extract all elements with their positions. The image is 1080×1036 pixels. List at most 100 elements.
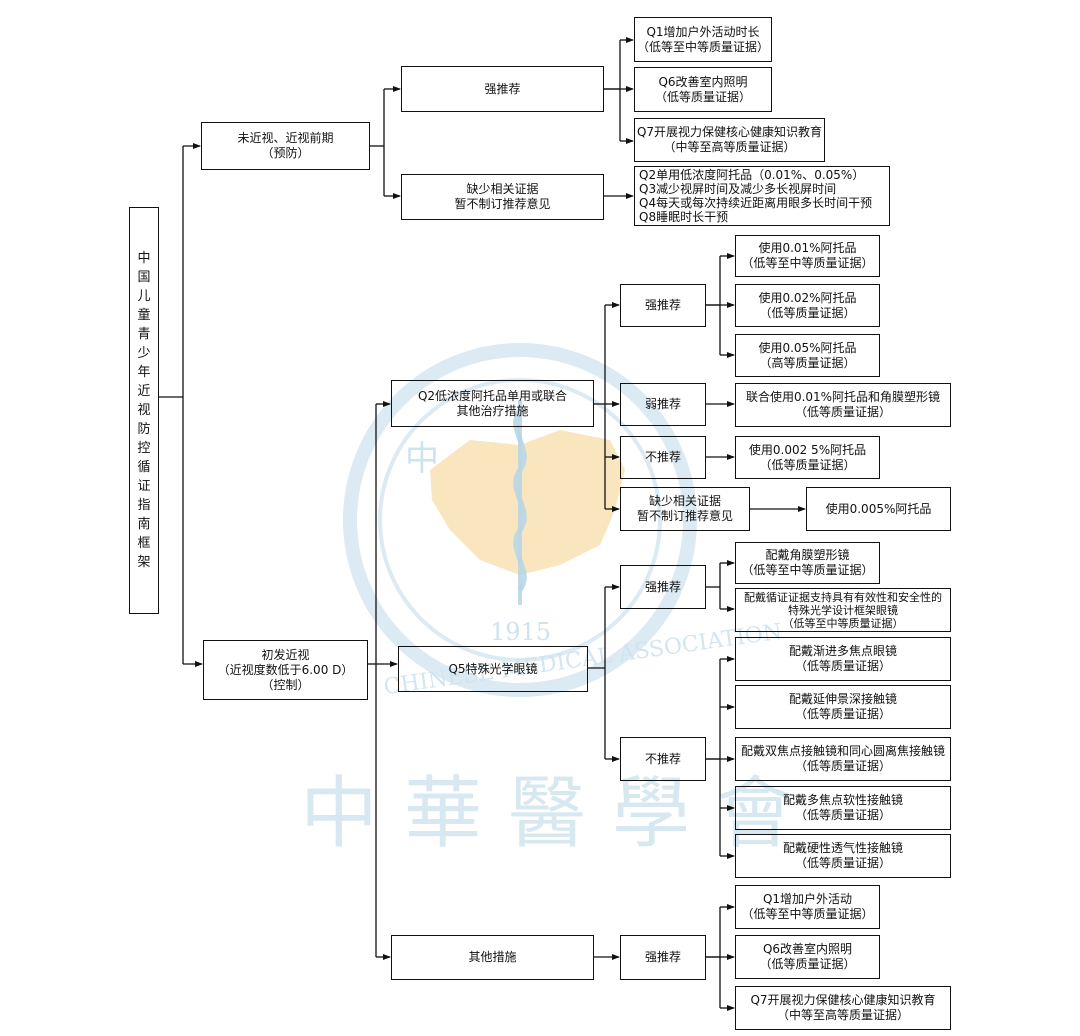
node-rgp-contacts: 配戴硬性透气性接触镜（低等质量证据）: [735, 834, 951, 878]
node-text-line: 特殊光学设计框架眼镜: [788, 603, 898, 617]
node-text-line: Q8睡眠时长干预: [639, 210, 729, 224]
node-text-line: （低等质量证据）: [794, 808, 891, 822]
node-prevention-lack-list: Q2单用低浓度阿托品（0.01%、0.05%） Q3减少视屏时间及减少多长视屏时…: [634, 166, 890, 226]
node-q2-weak: 弱推荐: [620, 383, 706, 426]
node-text-line: （近视度数低于6.00 D）: [217, 662, 354, 677]
node-text-line: 使用0.002 5%阿托品: [748, 442, 867, 457]
node-text-line: Q7开展视力保健核心健康知识教育: [636, 125, 823, 139]
node-q5-strong: 强推荐: [620, 565, 706, 609]
node-text-line: 缺少相关证据: [466, 182, 539, 196]
node-q5-special-lenses: Q5特殊光学眼镜: [398, 646, 588, 692]
node-text-line: （低等至中等质量证据）: [782, 616, 904, 630]
node-text-line: （低等质量证据）: [794, 856, 891, 870]
node-prevention-strong: 强推荐: [401, 66, 604, 112]
node-multifocal-soft-contacts: 配戴多焦点软性接触镜（低等质量证据）: [735, 786, 951, 830]
node-special-frame-glasses: 配戴循证证据支持具有有效性和安全性的特殊光学设计框架眼镜（低等至中等质量证据）: [735, 588, 951, 632]
node-text-line: Q2单用低浓度阿托品（0.01%、0.05%）: [639, 168, 865, 182]
node-text-line: 配戴硬性透气性接触镜: [782, 841, 903, 855]
node-text-line: （中等至高等质量证据）: [663, 140, 796, 154]
node-atropine-005: 使用0.05%阿托品（高等质量证据）: [735, 334, 880, 377]
node-q1-outdoor-a: Q1增加户外活动时长（低等至中等质量证据）: [634, 17, 772, 62]
node-text-line: 强推荐: [644, 950, 681, 964]
node-q7-education-a: Q7开展视力保健核心健康知识教育（中等至高等质量证据）: [634, 118, 825, 162]
node-text-line: Q7开展视力保健核心健康知识教育: [750, 993, 936, 1007]
node-text-line: （高等质量证据）: [759, 355, 856, 370]
node-q6-lighting-a: Q6改善室内照明（低等质量证据）: [634, 67, 772, 112]
node-text-line: 强推荐: [484, 81, 521, 96]
node-atropine-0005: 使用0.005%阿托品: [806, 487, 951, 531]
node-text-line: 不推荐: [644, 450, 681, 464]
node-text-line: （低等质量证据）: [794, 707, 891, 721]
node-text-line: 暂不制订推荐意见: [454, 197, 551, 211]
node-text-line: （低等质量证据）: [794, 405, 891, 419]
node-text-line: 使用0.005%阿托品: [825, 501, 932, 516]
node-q5-not-recommended: 不推荐: [620, 737, 706, 781]
node-edof-contacts: 配戴延伸景深接触镜（低等质量证据）: [735, 685, 951, 729]
node-text-line: Q2低浓度阿托品单用或联合: [417, 388, 568, 403]
node-atropine-002: 使用0.02%阿托品（低等质量证据）: [735, 284, 880, 327]
node-text-line: （低等至中等质量证据）: [741, 563, 874, 577]
node-text-line: 配戴渐进多焦点眼镜: [788, 644, 897, 658]
node-text-line: （低等质量证据）: [759, 457, 856, 472]
node-progressive-glasses: 配戴渐进多焦点眼镜（低等质量证据）: [735, 637, 951, 681]
node-text-line: 不推荐: [644, 751, 681, 766]
root-framework-node: 中国儿童青少年近视防控循证指南框架: [129, 207, 159, 614]
node-atropine-ortho-combo: 联合使用0.01%阿托品和角膜塑形镜（低等质量证据）: [735, 383, 951, 427]
node-text-line: 强推荐: [644, 298, 681, 312]
node-text-line: （低等质量证据）: [654, 89, 751, 104]
node-text-line: Q3减少视屏时间及减少多长视屏时间: [639, 182, 837, 196]
node-text-line: Q1增加户外活动时长: [646, 24, 760, 39]
node-text-line: （低等质量证据）: [759, 957, 856, 971]
root-title: 中国儿童青少年近视防控循证指南框架: [137, 251, 151, 570]
node-q2-not-recommended: 不推荐: [620, 436, 706, 479]
node-text-line: （低等至中等质量证据）: [636, 39, 769, 54]
node-text-line: 配戴延伸景深接触镜: [788, 692, 897, 706]
node-other-measures: 其他措施: [391, 935, 594, 980]
node-q2-strong: 强推荐: [620, 284, 706, 327]
node-control: 初发近视（近视度数低于6.00 D）（控制）: [203, 640, 368, 700]
node-other-strong: 强推荐: [620, 935, 706, 980]
node-text-line: 配戴角膜塑形镜: [765, 548, 850, 562]
node-text-line: 未近视、近视前期: [237, 131, 334, 145]
node-text-line: 其他治疗措施: [456, 403, 529, 418]
node-text-line: 弱推荐: [644, 397, 681, 411]
node-text-line: 其他措施: [468, 950, 517, 964]
node-q2-lack-evidence: 缺少相关证据暂不制订推荐意见: [620, 487, 750, 531]
node-q2-atropine: Q2低浓度阿托品单用或联合其他治疗措施: [391, 380, 594, 427]
node-text-line: （控制）: [261, 677, 310, 692]
node-text-line: Q5特殊光学眼镜: [448, 661, 538, 676]
node-prevention-lack-evidence: 缺少相关证据暂不制订推荐意见: [401, 174, 604, 220]
node-text-line: （预防）: [261, 146, 310, 160]
node-text-line: 缺少相关证据: [648, 494, 721, 508]
node-q1-outdoor-b: Q1增加户外活动（低等至中等质量证据）: [735, 885, 880, 929]
node-bifocal-contacts: 配戴双焦点接触镜和同心圆离焦接触镜（低等质量证据）: [735, 737, 951, 781]
node-prevention: 未近视、近视前期（预防）: [201, 122, 370, 170]
node-text-line: （中等至高等质量证据）: [776, 1008, 909, 1022]
node-text-line: 使用0.05%阿托品: [758, 340, 857, 355]
node-text-line: Q1增加户外活动: [762, 892, 853, 906]
node-text-line: 强推荐: [644, 579, 681, 594]
node-text-line: 配戴循证证据支持具有有效性和安全性的: [744, 590, 942, 604]
node-text-line: 暂不制订推荐意见: [636, 509, 733, 523]
node-atropine-001: 使用0.01%阿托品（低等至中等质量证据）: [735, 235, 880, 277]
node-text-line: Q6改善室内照明: [762, 942, 853, 956]
node-text-line: （低等质量证据）: [794, 659, 891, 673]
node-text-line: Q6改善室内照明: [658, 74, 748, 89]
node-text-line: 联合使用0.01%阿托品和角膜塑形镜: [745, 390, 941, 404]
node-text-line: 配戴多焦点软性接触镜: [782, 793, 903, 807]
node-text-line: Q4每天或每次持续近距离用眼多长时间干预: [639, 196, 873, 210]
node-atropine-00025: 使用0.002 5%阿托品（低等质量证据）: [735, 436, 880, 479]
node-text-line: 配戴双焦点接触镜和同心圆离焦接触镜: [740, 744, 945, 758]
node-q6-lighting-b: Q6改善室内照明（低等质量证据）: [735, 935, 880, 979]
node-orthokeratology: 配戴角膜塑形镜（低等至中等质量证据）: [735, 542, 880, 584]
node-text-line: （低等质量证据）: [794, 759, 891, 773]
node-text-line: 使用0.01%阿托品: [758, 241, 857, 255]
node-text-line: （低等至中等质量证据）: [741, 256, 874, 270]
node-text-line: 使用0.02%阿托品: [758, 290, 857, 305]
node-text-line: （低等至中等质量证据）: [741, 907, 874, 921]
node-q7-education-b: Q7开展视力保健核心健康知识教育（中等至高等质量证据）: [735, 986, 951, 1030]
node-text-line: （低等质量证据）: [759, 305, 856, 320]
node-text-line: 初发近视: [261, 647, 310, 662]
